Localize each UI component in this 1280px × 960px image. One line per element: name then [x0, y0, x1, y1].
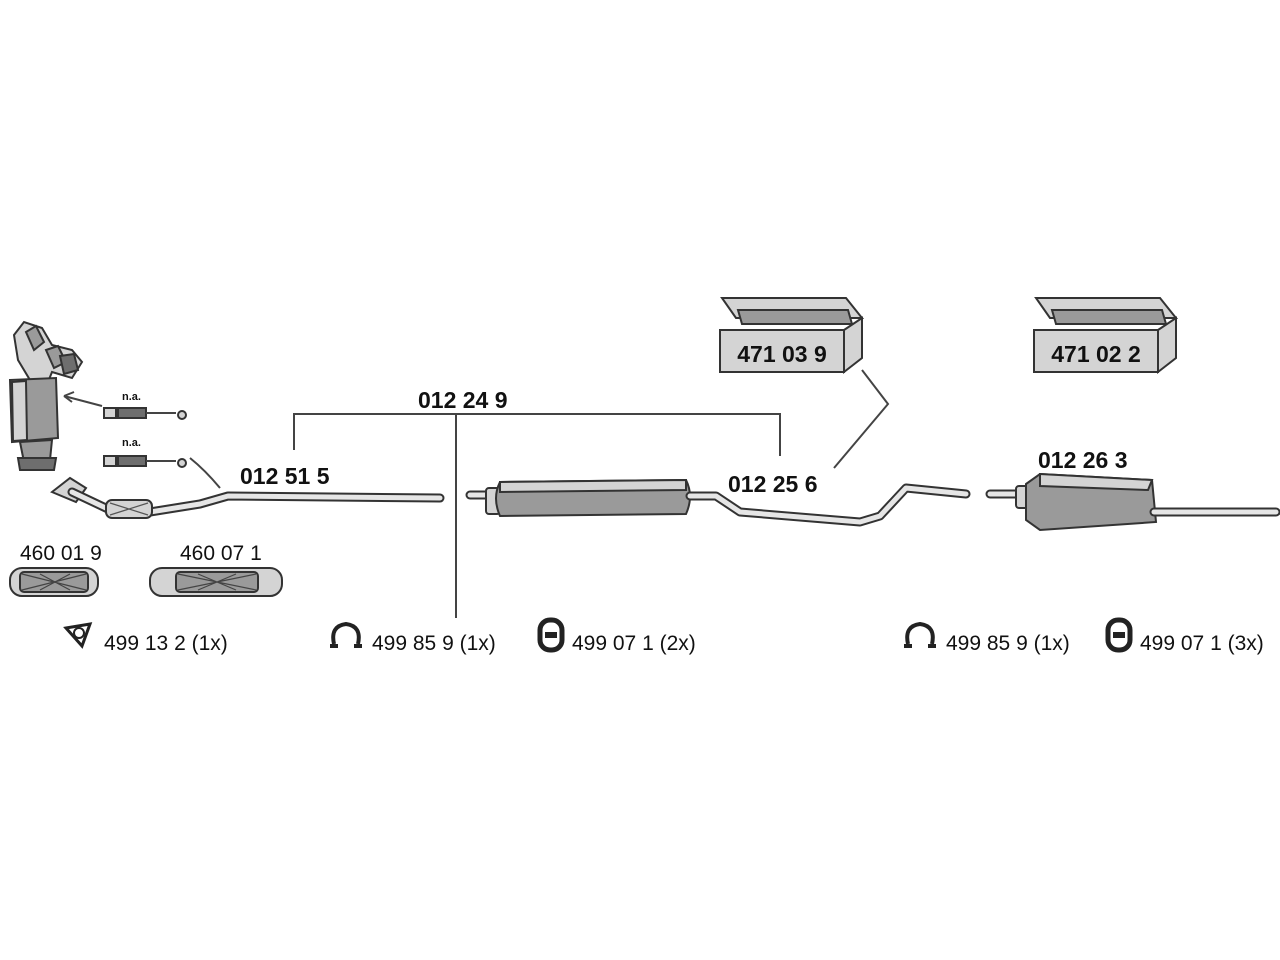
kit-box-1: 471 03 9 [719, 297, 890, 469]
oxygen-sensor-lower: n.a. [103, 437, 221, 489]
rubber-mount-icon [1105, 617, 1133, 653]
accessory-label-3: 499 07 1 (2x) [572, 632, 696, 655]
complete-system-bracket [293, 413, 781, 618]
accessory-label-4: 499 85 9 (1x) [946, 632, 1070, 655]
sensor-lower-note: n.a. [122, 437, 141, 449]
front-pipe-label: 012 51 5 [240, 463, 330, 489]
flex-pipe-2-label: 460 07 1 [180, 542, 262, 565]
flex-pipe-1-label: 460 01 9 [20, 542, 102, 565]
flex-pipe-460-01-9 [9, 567, 99, 597]
accessory-label-5: 499 07 1 (3x) [1140, 632, 1264, 655]
kit-box-2: 471 02 2 [1033, 297, 1179, 375]
kit-2-label: 471 02 2 [1051, 341, 1141, 367]
gasket-icon [63, 622, 93, 649]
oxygen-sensor-upper: n.a. [63, 391, 187, 420]
rear-muffler [985, 472, 1280, 532]
kit-1-label: 471 03 9 [737, 341, 827, 367]
middle-muffler-label: 012 25 6 [728, 471, 818, 497]
front-pipe [50, 476, 445, 519]
clamp-icon [904, 621, 936, 648]
flex-pipe-460-07-1 [149, 567, 283, 597]
middle-muffler [465, 478, 971, 527]
clamp-icon [330, 621, 362, 648]
sensor-upper-note: n.a. [122, 391, 141, 403]
accessory-label-1: 499 13 2 (1x) [104, 632, 228, 655]
rubber-mount-icon [537, 617, 565, 653]
catalytic-converter-manifold [8, 320, 84, 471]
rear-muffler-label: 012 26 3 [1038, 447, 1128, 473]
accessory-label-2: 499 85 9 (1x) [372, 632, 496, 655]
complete-system-label: 012 24 9 [418, 387, 508, 413]
